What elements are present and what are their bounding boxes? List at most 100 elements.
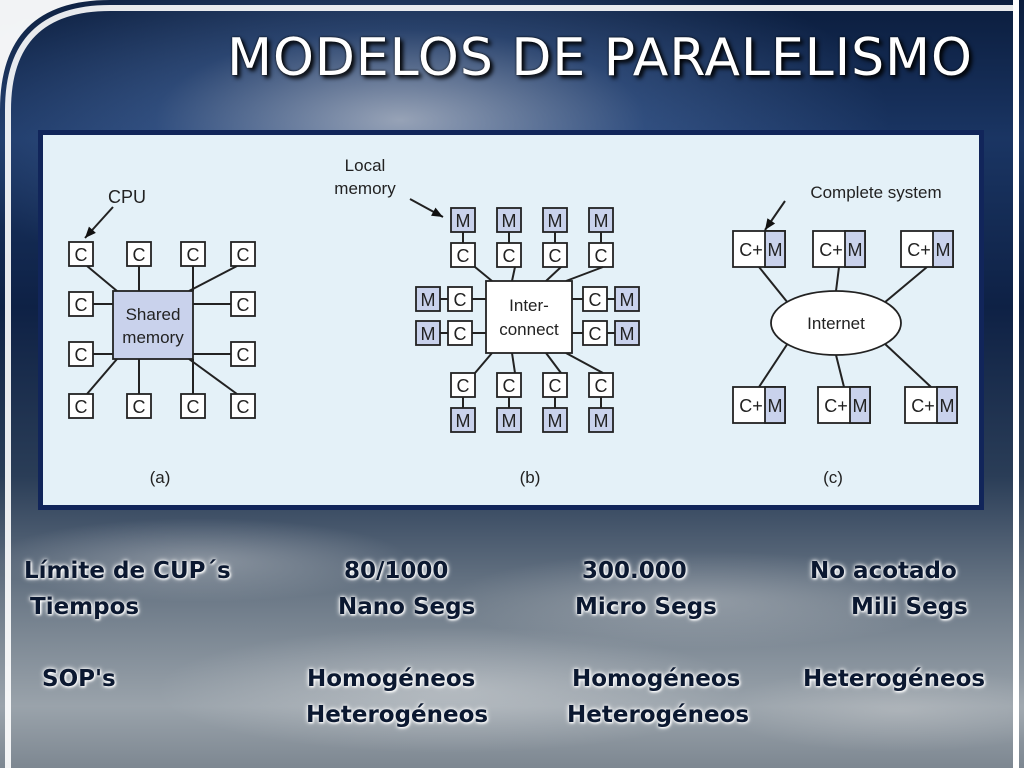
c-link-top-2: [883, 266, 928, 304]
c-bot-node-0-c-label: C+: [739, 396, 763, 416]
b-link-bot-3: [565, 352, 604, 374]
b-bot-mem-2-label: M: [548, 411, 563, 431]
b-top-mem-0: [450, 207, 476, 233]
c-bot-node-0-m-label: M: [768, 396, 783, 416]
row-sop-a-2: Heterogéneos: [306, 702, 489, 728]
a-cpu-node-10-label: C: [237, 295, 250, 315]
a-link-bot-3: [188, 358, 238, 395]
c-top-node-0-c-label: C+: [739, 240, 763, 260]
row-sop-a: Homogéneos: [307, 666, 476, 692]
c-link-top-0: [758, 266, 789, 304]
c-link-bot-2: [883, 342, 932, 388]
b-link-bot-2: [545, 352, 562, 374]
b-top-mem-1: [496, 207, 522, 233]
c-top-node-2-c-label: C+: [907, 240, 931, 260]
c-top-node-2-m-label: M: [936, 240, 951, 260]
b-right-cpu-0-label: C: [589, 290, 602, 310]
c-bot-node-2-m: [936, 386, 958, 424]
c-link-top-1: [835, 266, 840, 292]
a-cpu-node-8: [68, 291, 94, 317]
c-bot-node-1-m-label: M: [853, 396, 868, 416]
shared-memory-label-2: memory: [122, 328, 184, 347]
c-top-node-0-m-label: M: [768, 240, 783, 260]
cpu-label: CPU: [108, 187, 146, 207]
b-link-top-2: [545, 266, 562, 282]
b-bot-mem-0-label: M: [456, 411, 471, 431]
b-right-mem-1-label: M: [620, 324, 635, 344]
b-link-top-1: [511, 266, 516, 282]
b-right-mem-0-label: M: [620, 290, 635, 310]
a-link-top-3: [188, 265, 238, 292]
c-bot-node-0-m: [764, 386, 786, 424]
b-top-cpu-1: [496, 242, 522, 268]
row-time-a: Nano Segs: [338, 594, 476, 620]
a-cpu-node-2-label: C: [187, 245, 200, 265]
c-top-node-1-c-label: C+: [819, 240, 843, 260]
b-top-cpu-2: [542, 242, 568, 268]
local-memory-arrow-head: [431, 207, 443, 217]
c-top-node-2-m: [932, 230, 954, 268]
c-bot-node-2-c-label: C+: [911, 396, 935, 416]
b-top-mem-0-label: M: [456, 211, 471, 231]
internet-cloud: [770, 290, 902, 356]
interconnect-label-2: connect: [499, 320, 559, 339]
b-link-bot-1: [511, 352, 516, 374]
b-right-mem-1: [614, 320, 640, 346]
b-bot-mem-1-label: M: [502, 411, 517, 431]
b-top-cpu-3-label: C: [595, 246, 608, 266]
a-cpu-node-0-label: C: [75, 245, 88, 265]
row-sop-b: Homogéneos: [572, 666, 741, 692]
a-cpu-node-5-label: C: [133, 397, 146, 417]
b-link-top-0: [474, 266, 493, 282]
a-cpu-node-4: [68, 393, 94, 419]
a-cpu-node-3: [230, 241, 256, 267]
shared-memory-box: [112, 290, 194, 360]
b-top-cpu-0-label: C: [457, 246, 470, 266]
b-left-mem-1-label: M: [421, 324, 436, 344]
b-bot-mem-3: [588, 407, 614, 433]
b-left-cpu-1-label: C: [454, 324, 467, 344]
c-link-bot-0: [758, 342, 789, 388]
row-sop-b-2: Heterogéneos: [567, 702, 750, 728]
c-bot-node-2-m-label: M: [940, 396, 955, 416]
row-time-b: Micro Segs: [575, 594, 717, 620]
row-time-c: Mili Segs: [851, 594, 968, 620]
a-cpu-node-7-label: C: [237, 397, 250, 417]
c-top-node-1-m-label: M: [848, 240, 863, 260]
a-cpu-node-3-label: C: [237, 245, 250, 265]
interconnect-label-1: Inter-: [509, 296, 549, 315]
b-top-mem-3-label: M: [594, 211, 609, 231]
a-cpu-node-9-label: C: [75, 345, 88, 365]
b-top-mem-1-label: M: [502, 211, 517, 231]
b-top-mem-2: [542, 207, 568, 233]
a-cpu-node-8-label: C: [75, 295, 88, 315]
a-cpu-node-6-label: C: [187, 397, 200, 417]
b-left-mem-0-label: M: [421, 290, 436, 310]
c-bot-node-1-m: [849, 386, 871, 424]
c-top-node-1-m: [844, 230, 866, 268]
a-cpu-node-7: [230, 393, 256, 419]
caption-c: (c): [823, 468, 843, 487]
row-sop-label: SOP's: [42, 666, 116, 692]
a-cpu-node-6: [180, 393, 206, 419]
b-top-cpu-2-label: C: [549, 246, 562, 266]
row-sop-c: Heterogéneos: [803, 666, 986, 692]
b-top-cpu-1-label: C: [503, 246, 516, 266]
b-bot-cpu-3-label: C: [595, 376, 608, 396]
b-bot-mem-2: [542, 407, 568, 433]
a-link-top-0: [86, 265, 118, 292]
interconnect-box: [485, 280, 573, 354]
a-cpu-node-9: [68, 341, 94, 367]
b-bot-cpu-0: [450, 372, 476, 398]
b-top-mem-3: [588, 207, 614, 233]
caption-b: (b): [520, 468, 541, 487]
complete-system-label: Complete system: [810, 183, 941, 202]
a-cpu-node-0: [68, 241, 94, 267]
a-cpu-node-10: [230, 291, 256, 317]
b-right-cpu-1-label: C: [589, 324, 602, 344]
a-cpu-node-1-label: C: [133, 245, 146, 265]
local-memory-label-1: Local: [345, 156, 386, 175]
a-cpu-node-5: [126, 393, 152, 419]
a-cpu-node-11: [230, 341, 256, 367]
